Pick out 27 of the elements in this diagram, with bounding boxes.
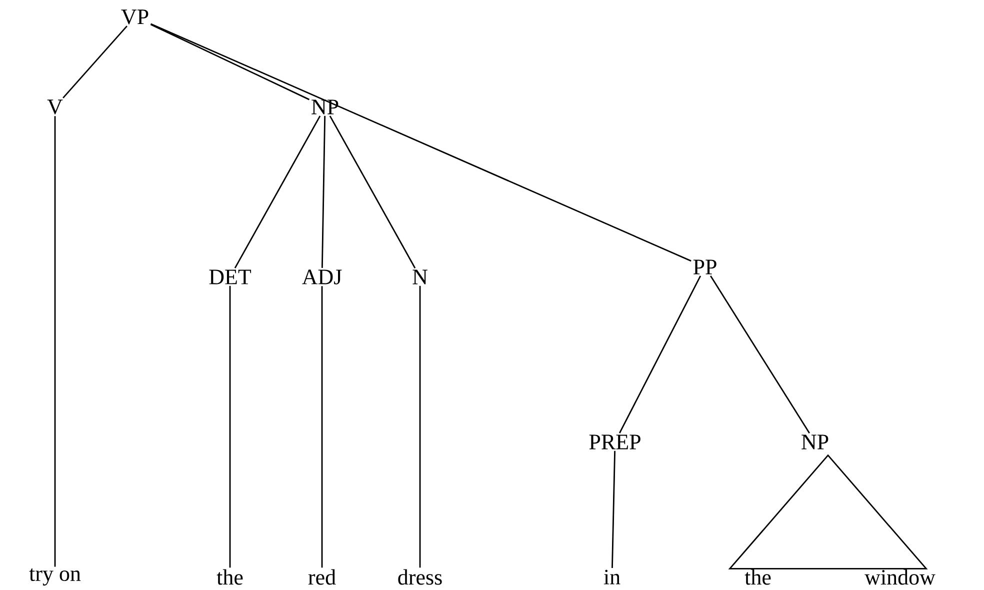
category-label: PREP [589,434,640,450]
branch-line [229,286,231,568]
branch-line [612,450,616,568]
category-label: N [412,270,428,284]
category-label: NP [312,100,338,114]
branch-line [62,26,128,98]
category-label: DET [209,270,252,284]
category-label: ADJ [302,270,342,284]
branch-line [150,23,692,262]
category-label: NP [802,434,828,450]
branch-line [710,276,810,434]
word: in [604,570,620,584]
branch-line [419,286,421,568]
category-label: V [47,100,63,114]
word: dress [398,569,442,585]
branch-line [321,286,323,568]
category-label: VP [121,10,148,24]
branch-line [54,116,56,567]
word: try on [29,568,81,586]
branch-line [150,24,310,100]
branch-line [234,116,321,268]
branch-line [618,276,702,434]
branch-line [321,116,326,268]
category-label: PP [693,260,716,274]
word: the [216,569,243,585]
branch-line [329,116,416,268]
word: red [308,569,336,585]
